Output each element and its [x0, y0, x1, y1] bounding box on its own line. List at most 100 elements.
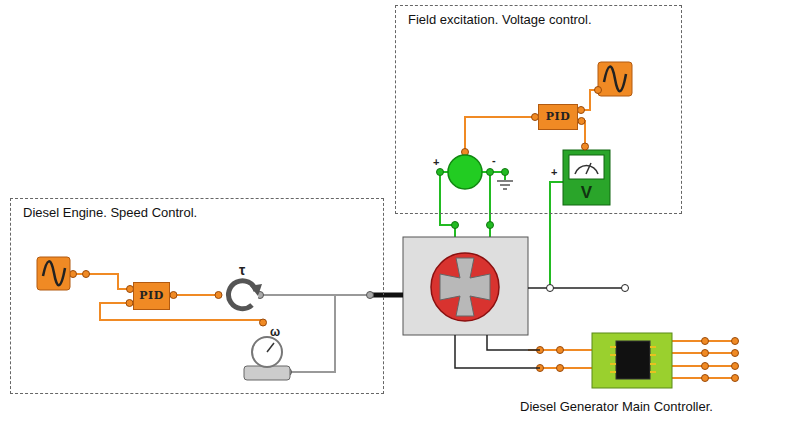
output-terminal-part: [622, 285, 629, 292]
excitation-wire-part: [550, 182, 563, 288]
voltmeter-symbol-part: [586, 163, 591, 174]
polarity-sign: -: [492, 154, 496, 166]
voltmeter-symbol: [563, 150, 610, 205]
symbol-label: τ: [239, 262, 245, 278]
generator-part: [431, 253, 499, 321]
signal-connector: [170, 292, 222, 299]
signal-port: [578, 118, 585, 125]
speed-sensor-part: [252, 337, 282, 367]
control-region: Diesel Engine. Speed Control. PID τ ω: [10, 198, 384, 394]
pid-block: PID: [133, 282, 170, 310]
generator: [403, 237, 528, 335]
generator-output-part: [487, 335, 540, 350]
controller-chip: [592, 333, 672, 388]
symbol-label: PID: [546, 111, 570, 124]
port-part: [702, 350, 709, 357]
port-part: [732, 350, 739, 357]
speed-sensor: ω: [243, 326, 293, 382]
ground-symbol-part: [500, 184, 510, 186]
signal-connector: [578, 118, 589, 151]
torque-source: [226, 279, 262, 311]
generator-part: [440, 258, 490, 316]
generator-output-part: [455, 335, 540, 368]
torque-source-part: [226, 279, 258, 311]
controller-chip-part: [592, 333, 672, 388]
controller-chip-part-part: [650, 354, 656, 356]
controller-chip-part-part: [650, 346, 656, 348]
ground-symbol-part: [497, 180, 513, 182]
output-terminal: [547, 285, 629, 292]
controller-chip-part: [610, 347, 656, 372]
symbol-label: ω: [270, 326, 280, 340]
signal-port: [170, 292, 177, 299]
voltmeter-symbol-part: [569, 155, 604, 179]
signal-wire-part: [540, 367, 592, 369]
symbol-label: V: [581, 183, 592, 203]
controller-label: Diesel Generator Main Controller.: [520, 399, 713, 414]
signal-wire-part: [70, 274, 133, 289]
ground-symbol: [497, 181, 513, 189]
terminal-part: [487, 169, 494, 176]
controller-chip-part-part: [610, 363, 616, 365]
terminal: [437, 169, 509, 229]
controller-chip-part-part: [610, 354, 616, 356]
shaft-part: [370, 293, 403, 298]
torque-source-part: [250, 284, 262, 296]
output-terminal-part: [547, 285, 554, 292]
signal-port: [215, 292, 222, 299]
signal-line: [170, 294, 222, 296]
torque-source-part: [229, 281, 256, 309]
sine-source: [598, 62, 632, 96]
speed-sensor: [244, 337, 290, 380]
ground-symbol-part: [503, 188, 507, 190]
port-part: [702, 375, 709, 382]
port-part: [557, 365, 564, 372]
torque-source: τ: [222, 262, 262, 312]
sine-source: [37, 257, 70, 290]
region-heading: Field excitation. Voltage control.: [408, 13, 592, 28]
sine-source-part: [604, 67, 626, 92]
port-part: [732, 363, 739, 370]
polarity-anchor: +: [551, 162, 557, 180]
shaft-part: [367, 292, 374, 299]
signal-wire-part: [465, 117, 538, 155]
sine-source-part: [37, 257, 70, 290]
speed-sensor-part: [244, 366, 290, 380]
shaft-part: [335, 294, 370, 296]
voltmeter: V: [563, 150, 610, 205]
controller-chip: Diesel Generator Main Controller.: [592, 333, 672, 388]
control-region: Field excitation. Voltage control. PID V: [395, 5, 682, 214]
signal-connector: [100, 300, 267, 327]
terminal-part: [487, 222, 494, 229]
port-part: [578, 107, 585, 114]
signal-port: [260, 319, 267, 326]
voltmeter-symbol-part: [563, 150, 610, 205]
polarity-sign: +: [551, 166, 557, 178]
controller-chip-part-part: [610, 346, 616, 348]
controller-chip-part-part: [650, 371, 656, 373]
terminal-part: [452, 222, 459, 229]
port-part: [557, 347, 564, 354]
symbol-label: PID: [139, 290, 163, 303]
speed-sensor-part: [267, 343, 274, 352]
terminal-part: [502, 169, 509, 176]
polarity-sign: +: [433, 156, 439, 168]
generator-output-part: [528, 287, 625, 289]
port-part: [70, 271, 77, 278]
sine-source-part: [43, 261, 65, 285]
port-part: [595, 87, 602, 94]
generator-part: [403, 237, 528, 335]
port-part: [702, 363, 709, 370]
controller-chip-part-part: [650, 363, 656, 365]
port-part: [702, 338, 709, 345]
signal-port: [582, 143, 589, 150]
port-part: [732, 338, 739, 345]
controller-chip-part-part: [610, 371, 616, 373]
region-heading: Diesel Engine. Speed Control.: [23, 206, 197, 221]
port-part: [83, 271, 90, 278]
controller-chip-part: [616, 341, 650, 379]
port-part: [732, 375, 739, 382]
sine-source-part: [598, 62, 632, 96]
pid-block: PID: [538, 104, 578, 130]
dc-source: [448, 155, 482, 189]
